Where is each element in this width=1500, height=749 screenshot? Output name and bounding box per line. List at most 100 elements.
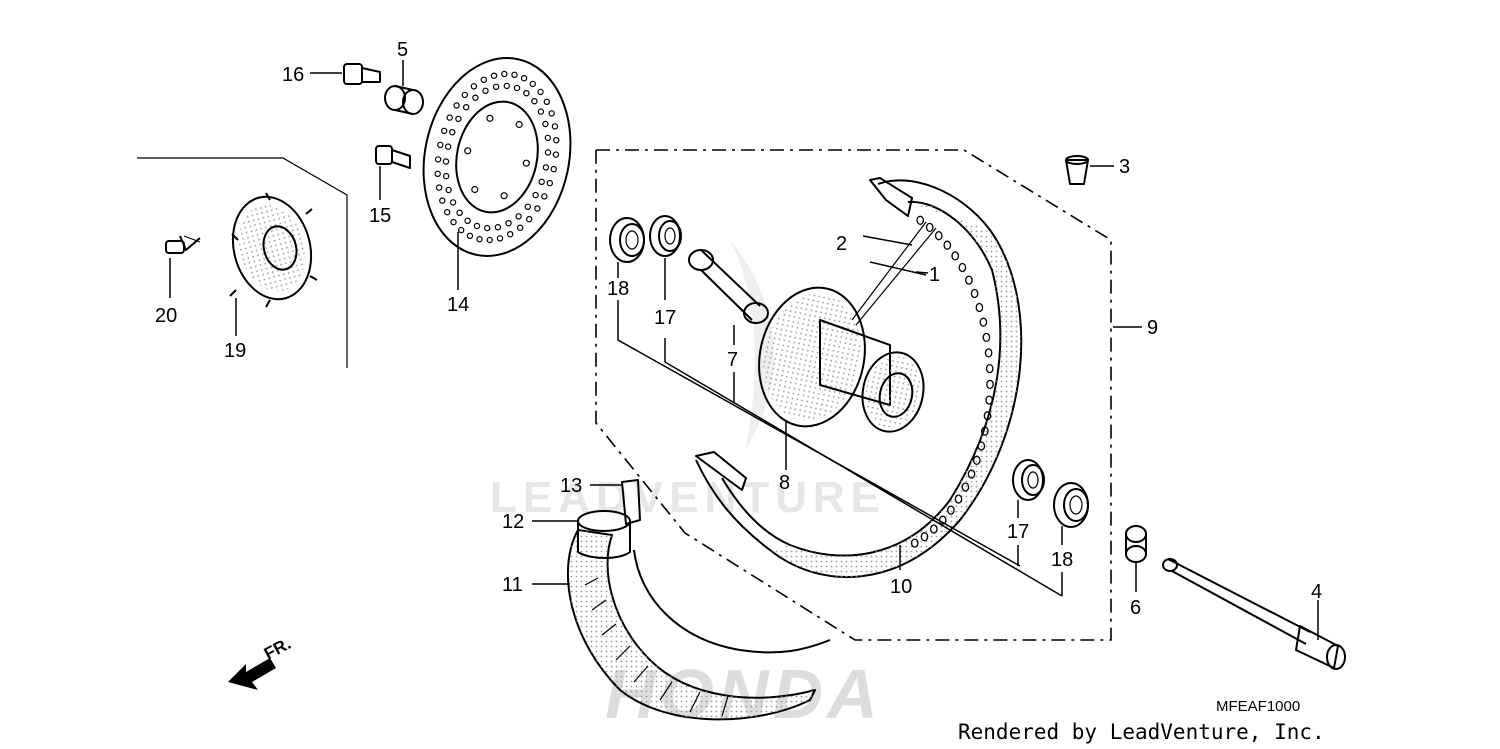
disc-hole	[503, 82, 510, 90]
callout-6: 6	[1130, 597, 1141, 619]
disc-hole	[442, 158, 450, 165]
rim-hole	[943, 240, 952, 250]
disc-hole	[444, 208, 451, 216]
part-18-bearing-right	[1053, 482, 1089, 596]
disc-bolt-hole	[522, 159, 530, 167]
disc-hole	[542, 120, 549, 128]
disc-hole	[544, 149, 552, 156]
rim-hole	[983, 411, 992, 421]
callout-7: 7	[727, 349, 738, 371]
rim-hole	[967, 469, 976, 479]
disc-hole	[445, 186, 452, 194]
disc-hole	[434, 156, 442, 163]
rim-hole	[985, 363, 994, 374]
disc-hole	[435, 184, 443, 191]
disc-hole	[537, 88, 544, 96]
callout-19: 19	[224, 340, 246, 362]
callout-18-left: 18	[607, 278, 629, 300]
disc-hole	[450, 218, 457, 226]
callout-20: 20	[155, 305, 177, 327]
rim-hole	[979, 317, 988, 327]
disc-hole	[437, 141, 444, 149]
front-direction-arrow: FR.	[228, 634, 294, 690]
disc-hole	[473, 222, 481, 230]
rim-hole	[985, 395, 994, 405]
disc-bolt-hole	[515, 120, 523, 129]
disc-hole	[453, 102, 460, 109]
disc-hole	[501, 70, 508, 78]
callout-10: 10	[890, 576, 912, 598]
disc-hole	[472, 94, 479, 101]
callout-11: 11	[502, 574, 523, 596]
rim-hole	[920, 532, 929, 542]
rim-hole	[958, 262, 967, 273]
disc-hole	[534, 205, 541, 212]
disc-hole	[542, 164, 550, 171]
disc-hole	[541, 193, 548, 200]
disc-hole	[548, 110, 555, 117]
disc-hole	[505, 219, 512, 227]
part-15-bolt	[375, 145, 411, 200]
disc-hole	[443, 172, 450, 180]
disc-hole	[463, 103, 470, 111]
rim-hole	[934, 231, 943, 241]
rim-hole	[972, 455, 981, 465]
disc-hole	[482, 87, 489, 95]
rim-hole	[982, 332, 991, 343]
rim-hole	[965, 275, 973, 285]
disc-hole	[552, 151, 560, 158]
part-16-bolt	[310, 63, 381, 85]
disc-hole	[476, 235, 483, 243]
wheel-assembly-frame	[595, 149, 1112, 641]
disc-hole	[526, 215, 533, 223]
disc-hole	[524, 203, 532, 210]
disc-hole	[470, 83, 478, 90]
callout-17-right: 17	[1007, 521, 1029, 543]
rim-hole	[951, 251, 960, 261]
disc-hole	[484, 224, 491, 232]
disc-hole	[496, 235, 504, 242]
callout-9: 9	[1147, 317, 1158, 339]
part-8-hub	[758, 286, 925, 470]
disc-hole	[449, 128, 456, 136]
part-6-collar	[1125, 525, 1147, 592]
part-10-rim	[695, 177, 1023, 579]
disc-bolt-hole	[464, 147, 472, 155]
part-17-seal-right	[1012, 459, 1045, 566]
watermark-text: LEADVENTURE	[490, 473, 886, 522]
part-7-spacer	[688, 249, 769, 345]
disc-hole	[523, 89, 530, 97]
disc-hole	[486, 236, 493, 244]
left-bracket-frame	[137, 157, 348, 368]
rim-hole	[910, 538, 919, 548]
rim-hole	[970, 288, 979, 299]
callout-4: 4	[1311, 581, 1322, 603]
disc-hole	[494, 223, 502, 231]
disc-hole	[480, 76, 487, 84]
rim-hole	[947, 505, 955, 515]
rim-hole	[929, 524, 938, 534]
disc-hole	[516, 224, 524, 231]
disc-hole	[439, 197, 446, 204]
part-11-tire	[532, 529, 831, 721]
disc-hole	[538, 178, 545, 185]
disc-hole	[546, 179, 554, 187]
disc-bolt-hole	[500, 192, 508, 200]
disc-hole	[464, 217, 471, 224]
disc-hole	[446, 114, 453, 121]
disc-hole	[461, 91, 468, 99]
disc-hole	[449, 199, 457, 206]
callout-14: 14	[447, 294, 469, 316]
part-5-collar	[384, 60, 424, 115]
disc-hole	[507, 230, 514, 238]
disc-hole	[458, 226, 465, 234]
disc-hole	[529, 80, 537, 88]
disc-hole	[466, 232, 474, 239]
part-17-seal-left	[649, 215, 682, 300]
part-19-flange	[229, 192, 318, 336]
disc-hole	[531, 97, 538, 105]
bearing-guide-lines	[617, 300, 1063, 597]
disc-hole	[553, 136, 560, 144]
rim-hole	[961, 482, 970, 492]
